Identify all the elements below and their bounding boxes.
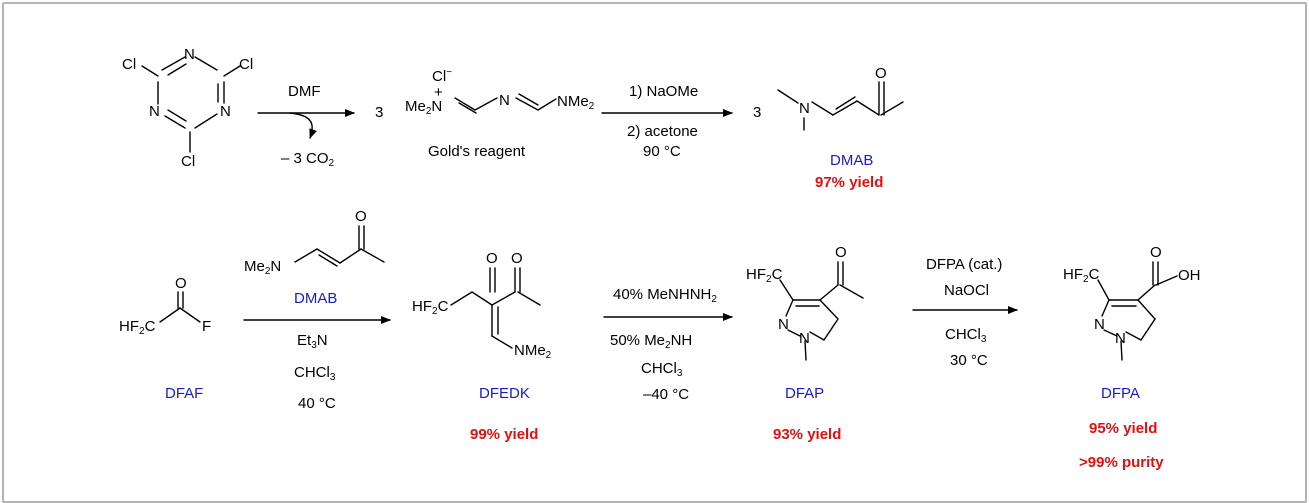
golds-left-group: Me2N: [405, 98, 443, 117]
step4-line2: 50% Me2NH: [610, 332, 693, 351]
dfpa-atom-o: O: [1150, 244, 1162, 261]
dmab-name: DMAB: [830, 152, 874, 169]
dfpa-yield: 95% yield: [1089, 420, 1158, 437]
step2-line3: 90 °C: [643, 143, 681, 160]
step2-line1: 1) NaOMe: [629, 83, 699, 100]
golds-right-group: NMe2: [557, 93, 595, 112]
atom-cl-1: Cl: [122, 56, 137, 73]
dfpa-purity: >99% purity: [1079, 454, 1164, 471]
dfap-atom-o: O: [835, 244, 847, 261]
dmab-bonds-row1: [777, 81, 904, 131]
step3-reagent-group: Me2N: [244, 258, 282, 277]
dfedk-atom-o2: O: [511, 250, 523, 267]
dmab-atom-o: O: [875, 65, 887, 82]
step3-line2: CHCl3: [294, 364, 336, 383]
atom-cl-3: Cl: [181, 153, 196, 170]
atom-n-3: N: [220, 103, 231, 120]
golds-mid-atom: N: [499, 92, 510, 109]
dfaf-name: DFAF: [165, 385, 204, 402]
dfap-bonds: [779, 261, 864, 361]
dfap-name: DFAP: [785, 385, 825, 402]
step5-line3: CHCl3: [945, 326, 987, 345]
dfaf-atom-o: O: [175, 275, 187, 292]
step4-line1: 40% MeNHNH2: [613, 286, 717, 305]
dmab-reagent-bonds-row2: [294, 225, 385, 267]
step5-line1: DFPA (cat.): [926, 256, 1003, 273]
step5-line4: 30 °C: [950, 352, 988, 369]
golds-reagent-name: Gold's reagent: [428, 143, 526, 160]
golds-anion: Cl−: [432, 67, 453, 85]
atom-n-1: N: [184, 46, 195, 63]
dfedk-yield: 99% yield: [470, 426, 539, 443]
dfaf-atom-f: F: [202, 318, 212, 335]
dfaf-bonds: [159, 291, 201, 323]
dfpa-left-group: HF2C: [1063, 266, 1100, 285]
dfpa-atom-oh: OH: [1178, 267, 1201, 284]
cyanuric-chloride-ring: [141, 56, 241, 153]
dfap-atom-n1: N: [778, 316, 789, 333]
dfedk-name: DFEDK: [479, 385, 530, 402]
dmab-atom-n: N: [799, 100, 810, 117]
dmab-yield: 97% yield: [815, 174, 884, 191]
golds-coefficient: 3: [375, 104, 384, 121]
dfedk-atom-o1: O: [486, 250, 498, 267]
step5-line2: NaOCl: [944, 282, 990, 299]
dfpa-atom-n1: N: [1094, 316, 1105, 333]
dmab-coefficient: 3: [753, 104, 762, 121]
step3-reagent-name: DMAB: [294, 290, 338, 307]
dfpa-atom-n2: N: [1115, 330, 1126, 347]
step3-reagent-atom-o: O: [355, 208, 367, 225]
dfedk-left-group: HF2C: [412, 298, 449, 317]
dfap-atom-n2: N: [799, 330, 810, 347]
atom-n-2: N: [149, 103, 160, 120]
dfpa-bonds: [1097, 261, 1178, 361]
step1-byproduct: – 3 CO2: [281, 150, 335, 169]
step3-line3: 40 °C: [298, 395, 336, 412]
golds-reagent-bonds: [454, 93, 557, 114]
step1-reagent: DMF: [288, 83, 321, 100]
dfaf-left-group: HF2C: [119, 318, 156, 337]
step4-line4: –40 °C: [643, 386, 690, 403]
atom-cl-2: Cl: [239, 56, 254, 73]
step2-line2: 2) acetone: [627, 123, 698, 140]
dfap-yield: 93% yield: [773, 426, 842, 443]
dfap-left-group: HF2C: [746, 266, 783, 285]
step3-line1: Et3N: [297, 332, 328, 351]
dfedk-bonds: [450, 267, 541, 349]
golds-cation-charge: +: [434, 84, 443, 101]
dfpa-name: DFPA: [1101, 385, 1140, 402]
dfedk-amine: NMe2: [514, 342, 552, 361]
step4-line3: CHCl3: [641, 360, 683, 379]
